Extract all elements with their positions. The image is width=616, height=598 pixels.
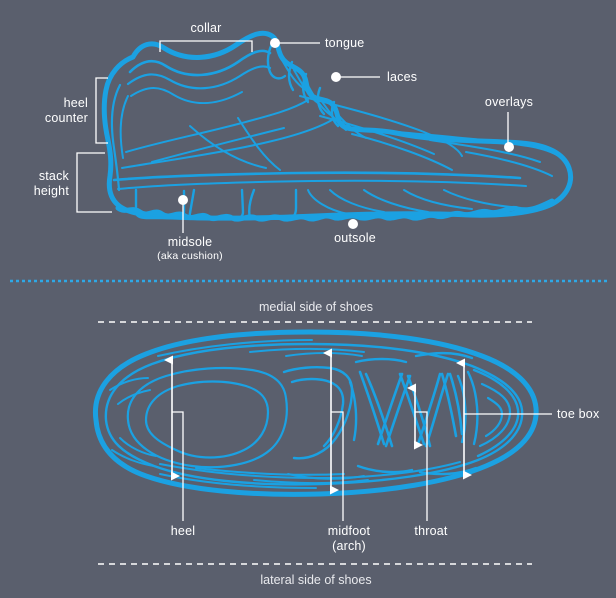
label-midfoot-line1: midfoot xyxy=(327,524,371,538)
midfoot-leader-line xyxy=(331,411,344,521)
heel-leader-line xyxy=(172,411,184,521)
label-heel: heel xyxy=(170,524,196,538)
label-toe-box: toe box xyxy=(557,407,600,421)
tongue-dot xyxy=(270,38,280,48)
midsole-dot xyxy=(178,195,188,205)
label-tongue: tongue xyxy=(325,36,365,50)
callout-dots-side xyxy=(178,38,514,229)
heel-counter-bracket xyxy=(95,77,108,144)
label-midfoot-line2: (arch) xyxy=(332,539,366,553)
label-overlays: overlays xyxy=(484,95,534,109)
stack-height-bracket xyxy=(76,152,112,213)
label-collar: collar xyxy=(190,21,222,35)
outsole-dot xyxy=(348,219,358,229)
label-midsole: midsole xyxy=(167,235,213,249)
label-heel-counter-line2: counter xyxy=(44,111,88,125)
label-outsole: outsole xyxy=(334,231,376,245)
caption-lateral-side: lateral side of shoes xyxy=(260,573,372,587)
collar-bracket xyxy=(159,40,253,52)
laces-dot xyxy=(331,72,341,82)
overlays-dot xyxy=(504,142,514,152)
caption-medial-side: medial side of shoes xyxy=(259,300,373,314)
label-stack-height-line2: height xyxy=(33,184,69,198)
throat-leader-line xyxy=(415,411,428,521)
label-stack-height-line1: stack xyxy=(38,169,69,183)
label-laces: laces xyxy=(387,70,418,84)
label-heel-counter-line1: heel xyxy=(63,96,88,110)
label-midsole-alt: (aka cushion) xyxy=(157,250,223,262)
label-throat: throat xyxy=(414,524,448,538)
